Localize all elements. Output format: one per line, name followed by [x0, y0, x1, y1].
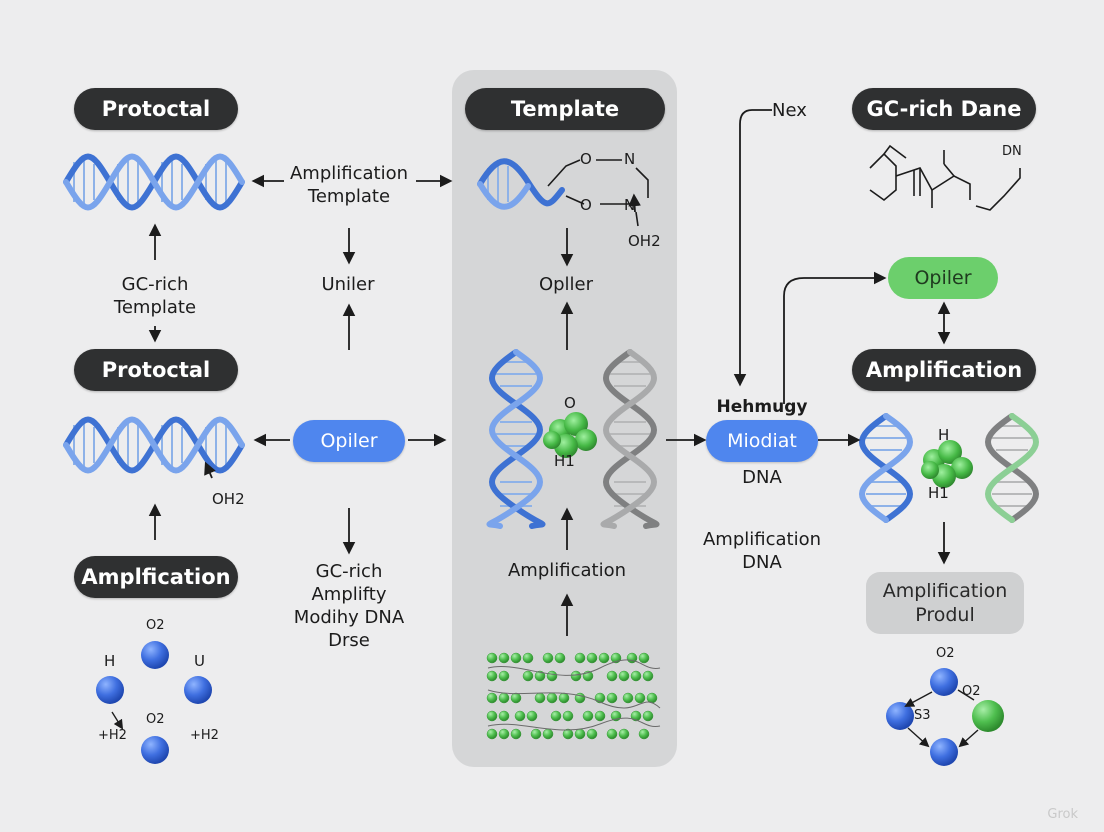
- gc-block-line-1: GC-rich: [315, 561, 383, 582]
- left-o2-bottom: O2: [146, 712, 165, 727]
- center-panel: [452, 70, 677, 767]
- left-u: U: [194, 652, 205, 670]
- dna-helix-vertical-gray: [600, 349, 660, 529]
- watermark: Grok: [1047, 807, 1078, 822]
- amplification-pill-left: Amplfication: [74, 556, 238, 598]
- dna-helix-center-top: [477, 158, 565, 210]
- protocol-pill-mid: Protoctal: [74, 349, 238, 391]
- opiler-button: Opiler: [293, 420, 405, 462]
- ring-structure: [547, 159, 649, 227]
- gc-rich-template-label: GC-rich Template: [100, 273, 210, 319]
- right-dn: DN: [1002, 144, 1022, 159]
- right-o2-top: O2: [936, 646, 955, 661]
- right-o2-right: O2: [962, 684, 981, 699]
- miodiat-button: Miodiat: [706, 420, 818, 462]
- amp-template-line-1: Amplification: [289, 163, 409, 184]
- center-h1: H1: [554, 452, 575, 470]
- ring-atom-o1: O: [580, 150, 592, 168]
- amp-template-line-2: Template: [307, 186, 391, 207]
- template-pill: Template: [465, 88, 665, 130]
- dna-label: DNA: [742, 467, 782, 488]
- molecule-cluster-left: [96, 641, 212, 764]
- opller-label: Opller: [538, 274, 594, 295]
- gc-rich-modify-label: GC-rich Amplifty Modihy DNA Drse: [284, 560, 414, 652]
- gc-block-line-4: Drse: [328, 630, 370, 651]
- ring-atom-o2: O: [580, 196, 592, 214]
- molecule-cluster-right: [886, 668, 1004, 766]
- protocol-pill-top: Protoctal: [74, 88, 238, 130]
- arrows: [148, 109, 951, 636]
- bead-strand-lines: [487, 659, 661, 731]
- right-s3: S3: [914, 708, 931, 723]
- product-line-2: Produl: [915, 604, 975, 626]
- gc-block-line-3: Modihy DNA: [293, 607, 405, 628]
- dna-helix-horizontal-mid: [63, 416, 245, 474]
- center-o: O: [564, 394, 576, 412]
- protein-blob-center: [543, 412, 597, 458]
- dna-helix-right-blue: [859, 413, 913, 523]
- chem-structure-right: [869, 144, 1021, 211]
- uniler-label: Uniler: [321, 274, 375, 295]
- amp-dna-label: Amplification DNA: [692, 528, 832, 574]
- gc-rich-dane-pill: GC-rich Dane: [852, 88, 1036, 130]
- left-h: H: [104, 652, 116, 670]
- bead-strands: [486, 652, 658, 740]
- ring-atom-n1: N: [624, 150, 636, 168]
- right-h: H: [938, 426, 950, 444]
- dna-helix-horizontal-top: [63, 153, 245, 211]
- amp-dna-line-1: Amplification: [702, 529, 822, 550]
- left-h2-right: +H2: [190, 728, 219, 743]
- amp-dna-line-2: DNA: [742, 552, 782, 573]
- left-oh2: OH2: [212, 490, 245, 508]
- gc-block-line-2: Amplifty: [311, 584, 387, 605]
- hehmugy-label: Hehmugy: [716, 397, 808, 417]
- amplification-pill-right: Amplification: [852, 349, 1036, 391]
- center-oh2: OH2: [628, 232, 661, 250]
- amplification-center-label: Amplification: [507, 560, 627, 581]
- amplification-product-box: Amplification Produl: [866, 572, 1024, 634]
- opiler-green-pill: Opiler: [888, 257, 998, 299]
- nex-label: Nex: [772, 100, 807, 121]
- amp-template-label: Amplification Template: [278, 162, 420, 208]
- right-h1: H1: [928, 484, 949, 502]
- gc-rich-line-1: GC-rich: [121, 274, 189, 295]
- ring-atom-n2: N: [624, 196, 636, 214]
- dna-helix-right-gray-green: [985, 413, 1039, 523]
- protein-blob-right: [921, 440, 973, 488]
- product-line-1: Amplification: [882, 580, 1008, 602]
- gc-rich-line-2: Template: [113, 297, 197, 318]
- left-o2-top: O2: [146, 618, 165, 633]
- left-h2-left: +H2: [98, 728, 127, 743]
- dna-helix-vertical-blue: [486, 349, 546, 529]
